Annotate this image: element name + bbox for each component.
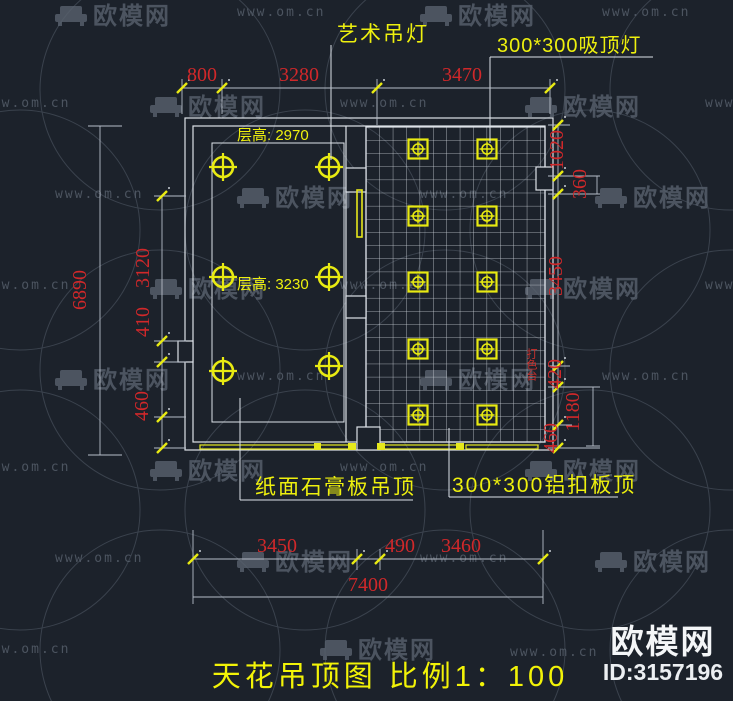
pendant-lamp-icon xyxy=(207,151,239,183)
dimension-texts: 800 3280 3470 6890 3120 410 460 1020 345… xyxy=(69,64,591,596)
watermark-logo xyxy=(320,636,436,664)
label-ceiling-lamp: 300*300吸顶灯 xyxy=(497,34,642,57)
dim-left-3120: 3120 xyxy=(132,248,154,288)
pendant-lamp-icon xyxy=(313,261,345,293)
dim-left-410: 410 xyxy=(132,307,154,337)
dim-right-1180: 1180 xyxy=(562,392,584,431)
watermark-url xyxy=(705,96,733,111)
watermark-logo xyxy=(150,457,266,485)
watermark-url xyxy=(602,5,691,20)
watermark-url xyxy=(340,460,429,475)
watermark-logo xyxy=(55,2,171,30)
dim-left-460: 460 xyxy=(131,391,153,421)
watermark-url xyxy=(340,96,429,111)
watermark-logo xyxy=(237,184,353,212)
watermark-url xyxy=(55,187,144,202)
watermark-url xyxy=(55,551,144,566)
dim-right-420: 420 xyxy=(544,359,566,389)
label-aluminum-panel: 300*300铝扣板顶 xyxy=(452,474,636,497)
dim-bottom-3450: 3450 xyxy=(257,535,297,557)
doors-windows xyxy=(199,189,539,450)
wall-piers xyxy=(177,166,554,451)
leader-lines xyxy=(239,45,653,501)
site-badge: 欧模网 ID:3157196 xyxy=(603,623,723,685)
annotation-labels: 艺术吊灯 300*300吸顶灯 层高: 2970 层高: 3230 纸面石膏板吊… xyxy=(237,23,642,499)
drawing-title: 天花吊顶图 比例1：100 xyxy=(212,660,569,693)
dim-right-460: 460 xyxy=(540,423,562,453)
dim-right-1020: 1020 xyxy=(546,130,568,170)
watermark-logo xyxy=(595,548,711,576)
dim-bottom-7400: 7400 xyxy=(348,574,388,596)
label-height-3230: 层高: 3230 xyxy=(237,276,309,293)
watermark-url xyxy=(510,645,599,660)
watermark-url xyxy=(602,369,691,384)
label-height-2970: 层高: 2970 xyxy=(237,127,309,144)
dim-top-3280: 3280 xyxy=(279,64,319,86)
dim-top-3470: 3470 xyxy=(442,64,482,86)
watermark-logo xyxy=(55,366,171,394)
site-badge-id: ID:3157196 xyxy=(603,659,723,685)
label-wall-note: 打色台 xyxy=(525,347,538,381)
site-badge-logo: 欧模网 xyxy=(611,623,716,660)
dim-top-800: 800 xyxy=(187,64,217,86)
watermark-url xyxy=(705,278,733,293)
pendant-lamp-icon xyxy=(207,355,239,387)
label-art-pendant: 艺术吊灯 xyxy=(337,23,429,46)
watermark-url xyxy=(237,369,326,384)
watermark-url xyxy=(0,278,71,293)
watermark-logo xyxy=(420,2,536,30)
watermark-logo xyxy=(525,93,641,121)
watermark-url xyxy=(0,96,71,111)
dim-bottom-490: 490 xyxy=(385,535,415,557)
watermark-logo xyxy=(595,184,711,212)
watermark-url xyxy=(0,642,71,657)
watermark-url xyxy=(0,460,71,475)
dim-right-3450: 3450 xyxy=(545,256,567,296)
dim-left-6890: 6890 xyxy=(69,270,91,310)
dim-bottom-3460: 3460 xyxy=(441,535,481,557)
label-gypsum-board: 纸面石膏板吊顶 xyxy=(255,476,416,499)
aluminum-grid-ceiling xyxy=(365,126,546,443)
dim-right-360: 360 xyxy=(569,169,591,199)
watermark-url xyxy=(237,5,326,20)
watermark-logo xyxy=(150,93,266,121)
pendant-lamp-icon xyxy=(313,151,345,183)
